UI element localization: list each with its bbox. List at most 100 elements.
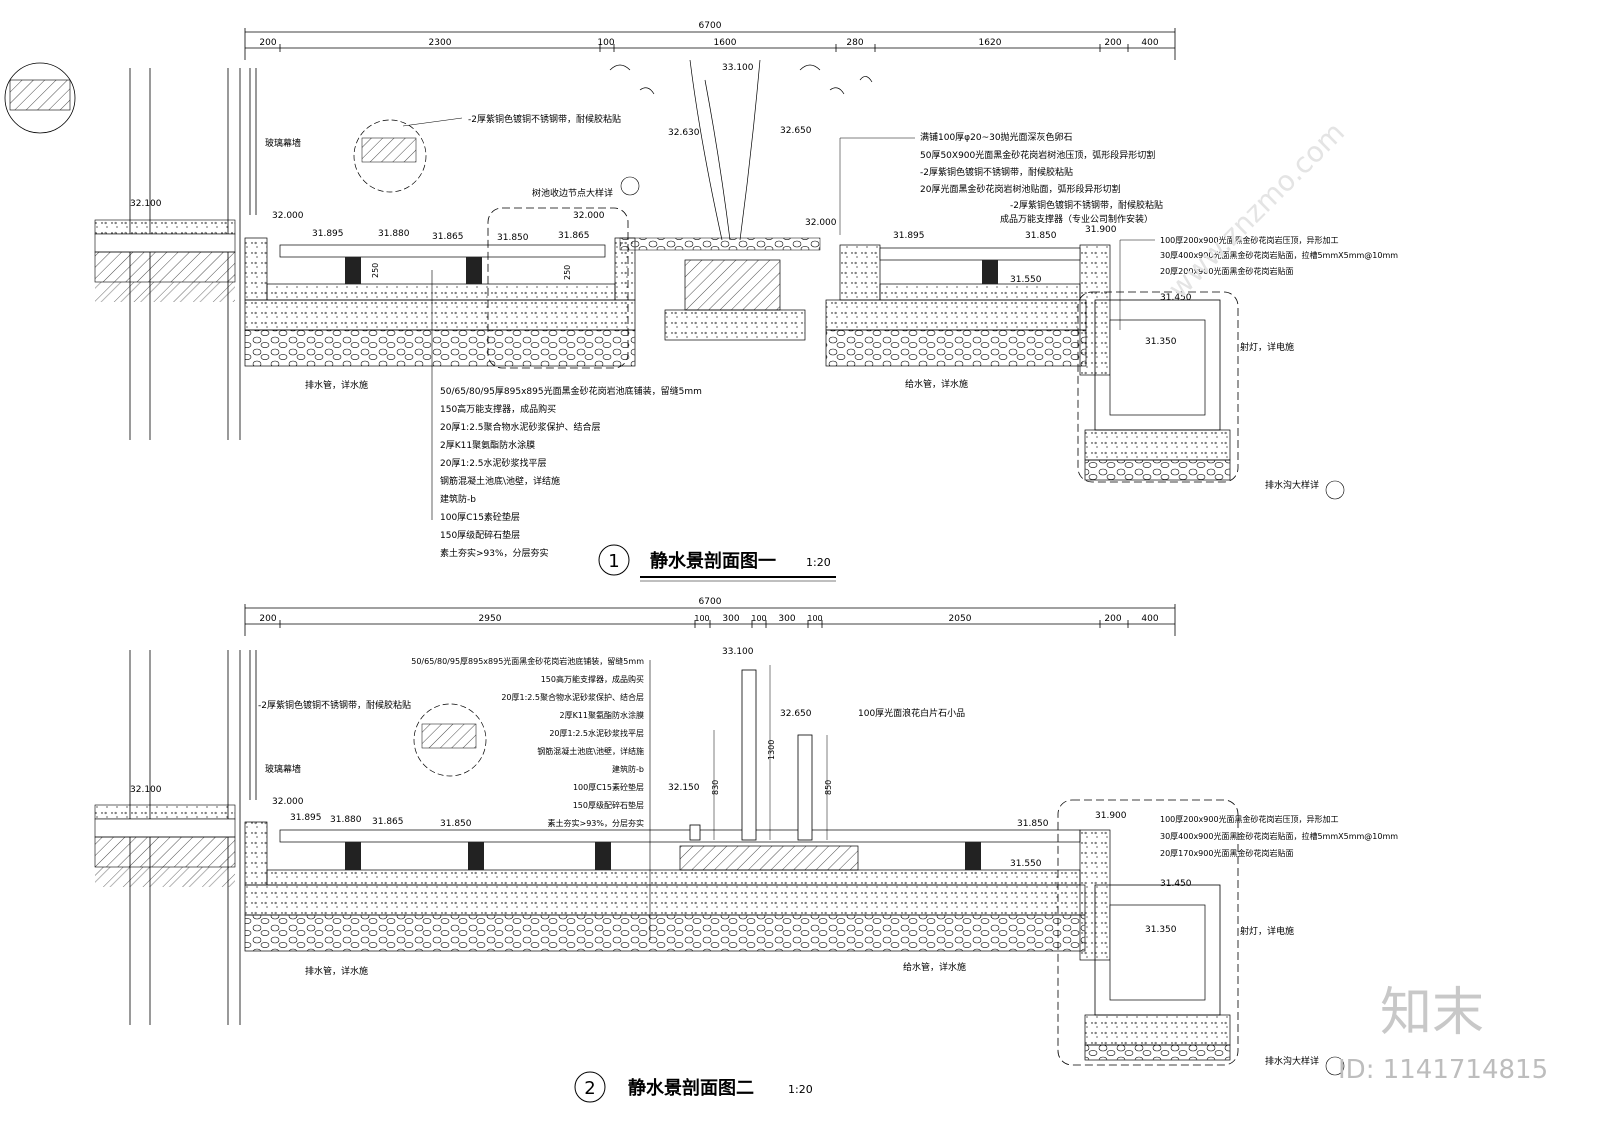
section-1: 6700 200 2300 100 1600 280 1620 200 400 … <box>4 21 1398 582</box>
pool-right-base-1 <box>825 299 1087 331</box>
watermark-logo: 知末 <box>1380 983 1484 1043</box>
note-r2-1: 100厚200x900光面黑金砂花岗岩压顶，异形加工 <box>1160 814 1339 824</box>
dim-1-c: 100 <box>597 38 614 48</box>
note-r1-6: 100厚200x900光面黑金砂花岗岩压顶，异形加工 <box>1160 235 1339 245</box>
lvl-r3-2: 31.900 <box>1095 811 1127 821</box>
lvl-edge-2: 32.000 <box>272 797 304 807</box>
dim-1-h: 400 <box>1141 38 1158 48</box>
pool-base-1 <box>244 299 636 331</box>
title-2: 静水景剖面图二 <box>628 1077 754 1099</box>
detail-circle-1b <box>353 119 427 193</box>
spotlight-2: 射灯，详电施 <box>1240 925 1294 937</box>
note-r1-5: 成品万能支撑器（专业公司制作安装） <box>1000 213 1153 225</box>
layer-2-3: 2厚K11聚氨酯防水涂膜 <box>559 710 644 720</box>
tree-1 <box>609 59 873 241</box>
dim-2-g: 100 <box>807 614 822 623</box>
lvl-r3-1: 31.900 <box>1085 225 1117 235</box>
dim-1-b: 2300 <box>429 38 452 48</box>
layer-2-0: 50/65/80/95厚895x895光面黑金砂花岗岩池底铺装，留缝5mm <box>411 656 644 666</box>
dim-2-i: 200 <box>1104 614 1121 624</box>
layer-1-7: 100厚C15素砼垫层 <box>440 511 520 523</box>
note-strip-1: -2厚紫铜色镀铜不锈钢带，耐候胶粘贴 <box>468 113 621 125</box>
lvl-water-1: 31.550 <box>1010 275 1042 285</box>
lvl-wall-1: 32.100 <box>130 199 162 209</box>
lvl-l1-1: 31.895 <box>312 229 344 239</box>
overall-dim-1: 6700 <box>699 21 722 31</box>
detail-circle-1a <box>4 62 76 134</box>
dim-2-b: 2950 <box>479 614 502 624</box>
lvl-drain-top-1: 31.450 <box>1160 293 1192 303</box>
title-num-1: 1 <box>608 551 619 572</box>
trench-ref-circle-2 <box>1325 1056 1345 1076</box>
layer-1-1: 150高万能支撑器，成品购买 <box>440 403 556 415</box>
layer-2-1: 150高万能支撑器，成品购买 <box>541 674 644 684</box>
watermark-id: ID: 1141714815 <box>1338 1055 1548 1085</box>
dim-2-a: 200 <box>259 614 276 624</box>
lvl-water-2: 31.550 <box>1010 859 1042 869</box>
pool-base-2 <box>244 884 1086 916</box>
title-num-2: 2 <box>584 1078 595 1099</box>
note-r1-2: -2厚紫铜色镀铜不锈钢带，耐候胶粘贴 <box>920 166 1073 178</box>
layer-2-7: 100厚C15素砼垫层 <box>573 782 644 792</box>
spotlight-1: 射灯，详电施 <box>1240 341 1294 353</box>
layer-1-9: 素土夯实>93%，分层夯实 <box>440 547 549 559</box>
scale-2: 1:20 <box>788 1083 813 1096</box>
layer-2-2: 20厚1:2.5聚合物水泥砂浆保护、结合层 <box>501 692 644 702</box>
trench-ref-1: 排水沟大样详 <box>1265 479 1319 491</box>
note-r1-8: 20厚200x900光面黑金砂花岗岩贴面 <box>1160 266 1293 276</box>
scale-1: 1:20 <box>806 556 831 569</box>
supply-pipe-2: 给水管，详水施 <box>903 961 966 973</box>
stone-base-2 <box>679 845 859 871</box>
h250-b: 250 <box>563 265 572 280</box>
dim-1-g: 200 <box>1104 38 1121 48</box>
lvl-drain-top-2: 31.450 <box>1160 879 1192 889</box>
floor-slab-1 <box>94 219 236 235</box>
tree-footing-1 <box>684 259 781 311</box>
note-strip-2: -2厚紫铜色镀铜不锈钢带，耐候胶粘贴 <box>258 699 411 711</box>
title-num-circle-1 <box>598 544 630 576</box>
supply-pipe-1: 给水管，详水施 <box>905 378 968 390</box>
lvl-post-1: 32.630 <box>668 128 700 138</box>
supports-2 <box>345 842 981 870</box>
dim-1-f: 1620 <box>979 38 1002 48</box>
lvl-tree-edge-1: 32.650 <box>780 126 812 136</box>
stone-slabs-2 <box>689 669 813 841</box>
note-r2-0: 100厚光面浪花白片石小品 <box>858 707 965 719</box>
lvl-l2-2: 31.880 <box>330 815 362 825</box>
layer-1-3: 2厚K11聚氨酯防水涂膜 <box>440 439 535 451</box>
note-r1-7: 30厚400x900光面黑金砂花岗岩贴面，拉槽5mmX5mm@10mm <box>1160 250 1398 260</box>
note-r2-2: 30厚400x900光面黑金砂花岗岩贴面，拉槽5mmX5mm@10mm <box>1160 831 1398 841</box>
watermark-site: www.znzmo.com <box>1162 116 1351 305</box>
layer-notes-2: 50/65/80/95厚895x895光面黑金砂花岗岩池底铺装，留缝5mm 15… <box>411 656 644 828</box>
lvl-l3-2: 31.865 <box>372 817 404 827</box>
lvl-r1-1: 31.895 <box>893 231 925 241</box>
h850: 850 <box>824 780 833 795</box>
dim-2-c: 100 <box>694 614 709 623</box>
trench-ref-2: 排水沟大样详 <box>1265 1055 1319 1067</box>
dim-1-a: 200 <box>259 38 276 48</box>
lvl-tree-in-1: 32.000 <box>805 218 837 228</box>
trench-ref-circle-1 <box>1325 480 1345 500</box>
note-r1-4: -2厚紫铜色镀铜不锈钢带，耐候胶粘贴 <box>1010 199 1163 211</box>
layer-1-8: 150厚级配碎石垫层 <box>440 529 520 541</box>
note-r1-0: 满铺100厚φ20~30抛光面深灰色卵石 <box>920 131 1073 143</box>
lvl-stone-top-2: 33.100 <box>722 647 754 657</box>
lvl-drain-in-2: 31.350 <box>1145 925 1177 935</box>
title-num-circle-2 <box>574 1071 606 1103</box>
layer-notes-1: 50/65/80/95厚895x895光面黑金砂花岗岩池底铺装，留缝5mm 15… <box>440 385 702 559</box>
title-1: 静水景剖面图一 <box>650 550 776 572</box>
layer-2-5: 钢筋混凝土池底\池壁，详结施 <box>537 746 644 756</box>
h1300: 1300 <box>767 740 776 760</box>
notes-right-2: 100厚200x900光面黑金砂花岗岩压顶，异形加工 30厚400x900光面黑… <box>1160 814 1398 858</box>
dim-2-e: 100 <box>751 614 766 623</box>
lvl-l2-1: 31.880 <box>378 229 410 239</box>
layer-1-0: 50/65/80/95厚895x895光面黑金砂花岗岩池底铺装，留缝5mm <box>440 385 702 397</box>
watermark: 知末 ID: 1141714815 www.znzmo.com <box>1162 116 1549 1085</box>
dim-1-d: 1600 <box>714 38 737 48</box>
layer-1-4: 20厚1:2.5水泥砂浆找平层 <box>440 457 547 469</box>
notes-right-1: 满铺100厚φ20~30抛光面深灰色卵石 50厚50X900光面黑金砂花岗岩树池… <box>920 131 1398 276</box>
lvl-stone-low-2: 32.150 <box>668 783 700 793</box>
layer-1-5: 钢筋混凝土池底\池壁，详结施 <box>440 475 560 487</box>
layer-1-2: 20厚1:2.5聚合物水泥砂浆保护、结合层 <box>440 421 601 433</box>
